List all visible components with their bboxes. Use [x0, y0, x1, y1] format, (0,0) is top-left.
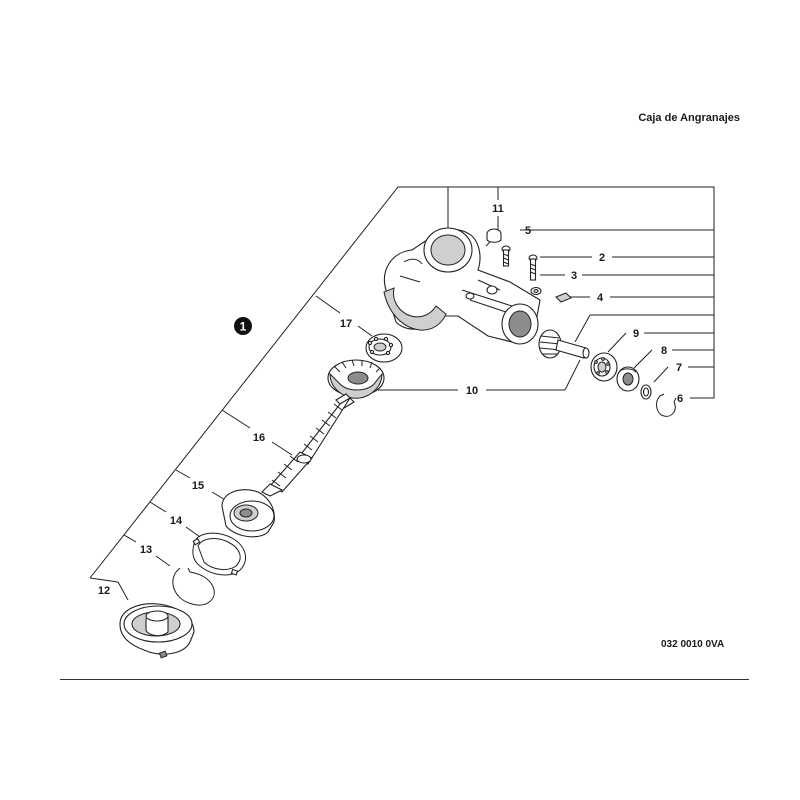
- snap-ring-6: [656, 393, 677, 417]
- bolt-2: [528, 254, 538, 281]
- callout-label-13: 13: [140, 544, 152, 556]
- screw-11: [485, 228, 502, 247]
- callout-label-1: 1: [240, 320, 247, 334]
- callout-label-3: 3: [571, 270, 577, 282]
- callout-label-2: 2: [599, 252, 605, 264]
- callout-label-5: 5: [525, 225, 531, 237]
- callout-label-10: 10: [466, 385, 478, 397]
- callout-label-6: 6: [677, 393, 683, 405]
- bearing-9: [590, 352, 618, 382]
- snap-ring-13: [172, 567, 215, 606]
- callout-label-8: 8: [661, 345, 667, 357]
- splined-shaft-16: [261, 393, 355, 497]
- callout-label-15: 15: [192, 480, 204, 492]
- callout-assembly-1: 1: [234, 317, 252, 335]
- callout-label-11: 11: [492, 203, 504, 215]
- callout-label-12: 12: [98, 585, 110, 597]
- washer-3: [530, 286, 542, 296]
- drawing-code: 032 0010 0VA: [661, 639, 725, 650]
- pinion-shaft-10: [538, 329, 590, 359]
- footer-divider: [60, 679, 749, 680]
- key-4: [555, 292, 572, 303]
- leader-lines: [89, 186, 715, 601]
- callout-label-16: 16: [253, 432, 265, 444]
- bearing-17: [365, 333, 403, 363]
- callout-label-14: 14: [170, 515, 183, 527]
- callout-label-9: 9: [633, 328, 639, 340]
- bushing-8: [616, 366, 640, 392]
- callout-label-4: 4: [597, 292, 604, 304]
- gearbox-housing: [383, 227, 541, 345]
- ring-7: [640, 384, 652, 400]
- callout-label-7: 7: [676, 362, 682, 374]
- cap-12: [119, 603, 195, 659]
- diagram-title: Caja de Angranajes: [638, 112, 740, 124]
- circlip-14: [192, 532, 247, 576]
- bearing-15: [221, 489, 275, 538]
- callout-label-17: 17: [340, 318, 352, 330]
- bolt-5: [501, 245, 511, 267]
- bevel-gear-10: [327, 359, 385, 399]
